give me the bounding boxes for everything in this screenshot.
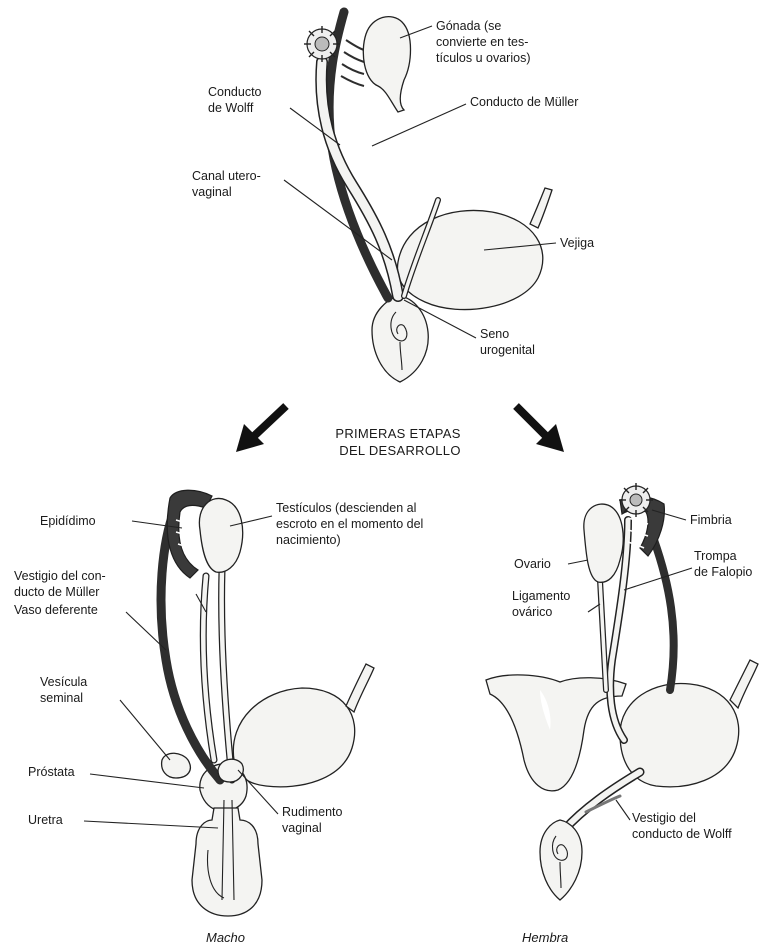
- arrow-left: [236, 406, 286, 452]
- undifferentiated-stage-drawing: [304, 12, 552, 382]
- label-testiculos: Testículos (descienden al escroto en el …: [276, 501, 427, 547]
- male-drawing: [161, 490, 374, 916]
- label-vejiga: Vejiga: [560, 236, 594, 250]
- female-fimbria: [619, 483, 653, 517]
- male-urachus: [346, 664, 374, 712]
- male-bladder: [233, 688, 354, 787]
- label-rudimento-vaginal: Rudimento vaginal: [282, 805, 346, 835]
- label-prostata: Próstata: [28, 765, 75, 779]
- urachus: [530, 188, 552, 228]
- label-conducto-muller: Conducto de Müller: [470, 95, 578, 109]
- label-canal-uterovaginal: Canal utero- vaginal: [192, 169, 264, 199]
- label-vestigio-wolff: Vestigio del conducto de Wolff: [632, 811, 732, 841]
- male-vaginal-rudiment: [218, 759, 243, 782]
- label-vaso-deferente: Vaso deferente: [14, 603, 98, 617]
- gonad-shape: [363, 17, 410, 112]
- label-conducto-wolff: Conducto de Wolff: [208, 85, 265, 115]
- label-vestigio-muller: Vestigio del con- ducto de Müller: [14, 569, 109, 599]
- label-ligamento-ovarico: Ligamento ovárico: [512, 589, 574, 619]
- arrow-right: [516, 406, 564, 452]
- bladder-shape: [397, 210, 542, 309]
- label-epididimo: Epidídimo: [40, 514, 96, 528]
- caption-macho: Macho: [206, 930, 245, 945]
- male-testis: [199, 498, 242, 572]
- label-fimbria: Fimbria: [690, 513, 732, 527]
- top-fimbria: [304, 26, 340, 62]
- label-trompa-falopio: Trompa de Falopio: [694, 549, 752, 579]
- title-primeras-etapas: PRIMERAS ETAPAS DEL DESARROLLO: [335, 426, 464, 458]
- female-urachus: [730, 660, 758, 708]
- female-wolff-vestige: [654, 540, 674, 690]
- male-seminal-vesicle: [162, 753, 191, 778]
- female-ovary: [584, 504, 623, 582]
- label-uretra: Uretra: [28, 813, 63, 827]
- label-vesicula-seminal: Vesícula seminal: [40, 675, 91, 705]
- caption-hembra: Hembra: [522, 930, 568, 945]
- male-external-genitalia: [192, 808, 262, 916]
- label-seno-urogenital: Seno urogenital: [480, 327, 535, 357]
- label-ovario: Ovario: [514, 557, 551, 571]
- label-gonada: Gónada (se convierte en tes- tículos u o…: [436, 19, 532, 65]
- mesonephric-tubules: [341, 40, 364, 86]
